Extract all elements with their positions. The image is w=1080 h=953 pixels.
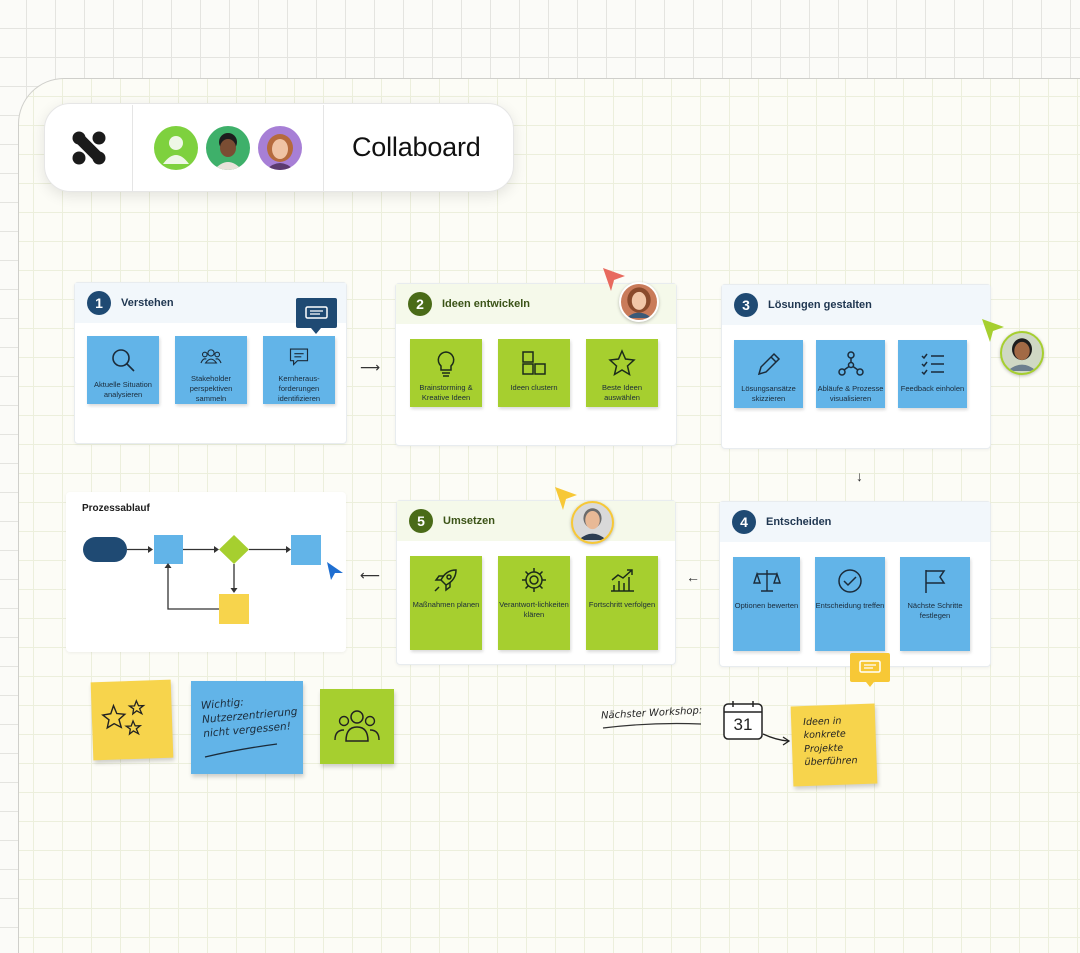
step-panel-loesungen-gestalten[interactable]: 3 Lösungen gestalten Lösungsansätze skiz… (721, 284, 991, 449)
check-circle-icon (838, 569, 862, 593)
cursor-pointer-icon (603, 268, 625, 291)
star-icon (608, 349, 636, 377)
sticky-card[interactable]: Aktuelle Situation analysieren (87, 336, 159, 404)
comment-icon[interactable] (295, 297, 338, 334)
underline-stroke (204, 743, 278, 758)
sticky-card[interactable]: Kernheraus-forderungen identifizieren (263, 336, 335, 404)
handwritten-underline (602, 722, 702, 729)
sticky-card[interactable]: Feedback einholen (898, 340, 967, 408)
sticky-card[interactable]: Optionen bewerten (733, 557, 800, 651)
toolbar-divider (323, 104, 324, 191)
user-avatar-generic[interactable] (154, 125, 198, 170)
card-label: Beste Ideen auswählen (601, 383, 643, 403)
card-label: Feedback einholen (900, 384, 965, 393)
step-title: Entscheiden (766, 516, 832, 528)
sticky-card[interactable]: Lösungsansätze skizzieren (734, 340, 803, 408)
step-header: 4 Entscheiden (720, 502, 990, 542)
step-title: Verstehen (121, 297, 174, 309)
speech-bubble-icon (289, 348, 309, 366)
flow-title: Prozessablauf (82, 503, 150, 514)
rocket-icon (434, 569, 457, 592)
sticky-card[interactable]: Ideen clustern (498, 339, 570, 407)
collaborator-avatar[interactable] (571, 501, 614, 544)
user-avatar-2[interactable] (206, 125, 250, 170)
card-label: Nächste Schritte festlegen (907, 601, 963, 621)
sticky-note-important[interactable]: Wichtig: Nutzerzentrierung nicht vergess… (191, 681, 303, 774)
calendar-icon[interactable]: 31 (722, 699, 764, 741)
step-title: Ideen entwickeln (442, 298, 531, 310)
step-number: 1 (87, 291, 111, 315)
sticky-card[interactable]: Maßnahmen planen (410, 556, 482, 650)
flow-arrow-down: ↓ (856, 468, 863, 484)
step-panel-umsetzen[interactable]: 5 Umsetzen Maßnahmen planen Verantwort-l… (396, 500, 676, 665)
comment-icon[interactable] (849, 652, 891, 693)
sticky-note-stars[interactable] (90, 679, 174, 761)
flowchart-diagram (83, 535, 321, 624)
cursor-pointer-icon (982, 319, 1004, 342)
sticky-card[interactable]: Nächste Schritte festlegen (900, 557, 970, 651)
card-label: Verantwort-lichkeiten klären (499, 600, 569, 620)
sticky-card[interactable]: Stakeholder perspektiven sammeln (175, 336, 247, 404)
card-label: Entscheidung treffen (815, 601, 885, 610)
flag-icon (925, 570, 946, 593)
user-avatar-3[interactable] (258, 125, 302, 170)
step-panel-entscheiden[interactable]: 4 Entscheiden Optionen bewerten Entschei… (719, 501, 991, 667)
board-toolbar: Collaboard (44, 103, 514, 192)
card-label: Fortschritt verfolgen (588, 600, 656, 609)
sticky-card[interactable]: Beste Ideen auswählen (586, 339, 658, 407)
step-number: 3 (734, 293, 758, 317)
clusters-icon (522, 351, 546, 375)
sticky-card[interactable]: Brainstorming & Kreative Ideen (410, 339, 482, 407)
scales-icon (752, 570, 781, 592)
gear-icon (522, 568, 546, 592)
process-flow-card[interactable]: Prozessablauf (66, 492, 346, 652)
sticky-card[interactable]: Fortschritt verfolgen (586, 556, 658, 650)
card-label: Aktuelle Situation analysieren (94, 380, 152, 400)
chart-up-icon (611, 569, 634, 592)
step-number: 5 (409, 509, 433, 533)
pencil-icon (757, 352, 780, 376)
network-icon (837, 351, 864, 376)
card-label: Brainstorming & Kreative Ideen (419, 383, 473, 403)
card-label: Ideen clustern (510, 383, 558, 392)
board-title[interactable]: Collaboard (352, 132, 481, 162)
calendar-day: 31 (733, 715, 753, 734)
lightbulb-icon (437, 351, 455, 377)
arrow-to-note (762, 733, 791, 746)
step-title: Umsetzen (443, 515, 495, 527)
collaborator-avatar[interactable] (619, 282, 659, 322)
sticky-card[interactable]: Verantwort-lichkeiten klären (498, 556, 570, 650)
step-number: 4 (732, 510, 756, 534)
note-text: Ideen in konkrete Projekte überführen (803, 715, 858, 768)
people-icon (200, 349, 222, 364)
card-label: Maßnahmen planen (412, 600, 480, 609)
card-label: Kernheraus-forderungen identifizieren (277, 373, 321, 403)
stars-doodle-icon (101, 699, 146, 736)
flow-arrow-left: ⟵ (360, 567, 381, 583)
participants-list (133, 104, 323, 191)
flow-arrow-left: ← (686, 569, 700, 585)
magnifier-icon (112, 349, 135, 372)
sticky-note-people[interactable] (320, 689, 394, 764)
card-label: Abläufe & Prozesse visualisieren (817, 384, 884, 404)
checklist-icon (920, 353, 944, 376)
cursor-pointer-icon (555, 487, 577, 510)
collaborator-avatar[interactable] (1000, 331, 1044, 375)
sticky-card[interactable]: Abläufe & Prozesse visualisieren (816, 340, 885, 408)
step-header: 5 Umsetzen (397, 501, 675, 541)
cursor-pointer-icon (327, 562, 343, 580)
toolbar-divider (132, 104, 133, 191)
flow-arrow-right: ⟶ (360, 359, 381, 375)
card-label: Stakeholder perspektiven sammeln (189, 373, 233, 403)
people-icon (334, 710, 380, 742)
collaboard-logo-icon[interactable] (45, 104, 132, 191)
step-title: Lösungen gestalten (768, 299, 872, 311)
step-number: 2 (408, 292, 432, 316)
sticky-card[interactable]: Entscheidung treffen (815, 557, 885, 651)
card-label: Optionen bewerten (734, 601, 799, 610)
card-label: Lösungsansätze skizzieren (741, 384, 796, 404)
sticky-note-workshop[interactable]: Ideen in konkrete Projekte überführen (790, 703, 878, 787)
step-header: 3 Lösungen gestalten (722, 285, 990, 325)
